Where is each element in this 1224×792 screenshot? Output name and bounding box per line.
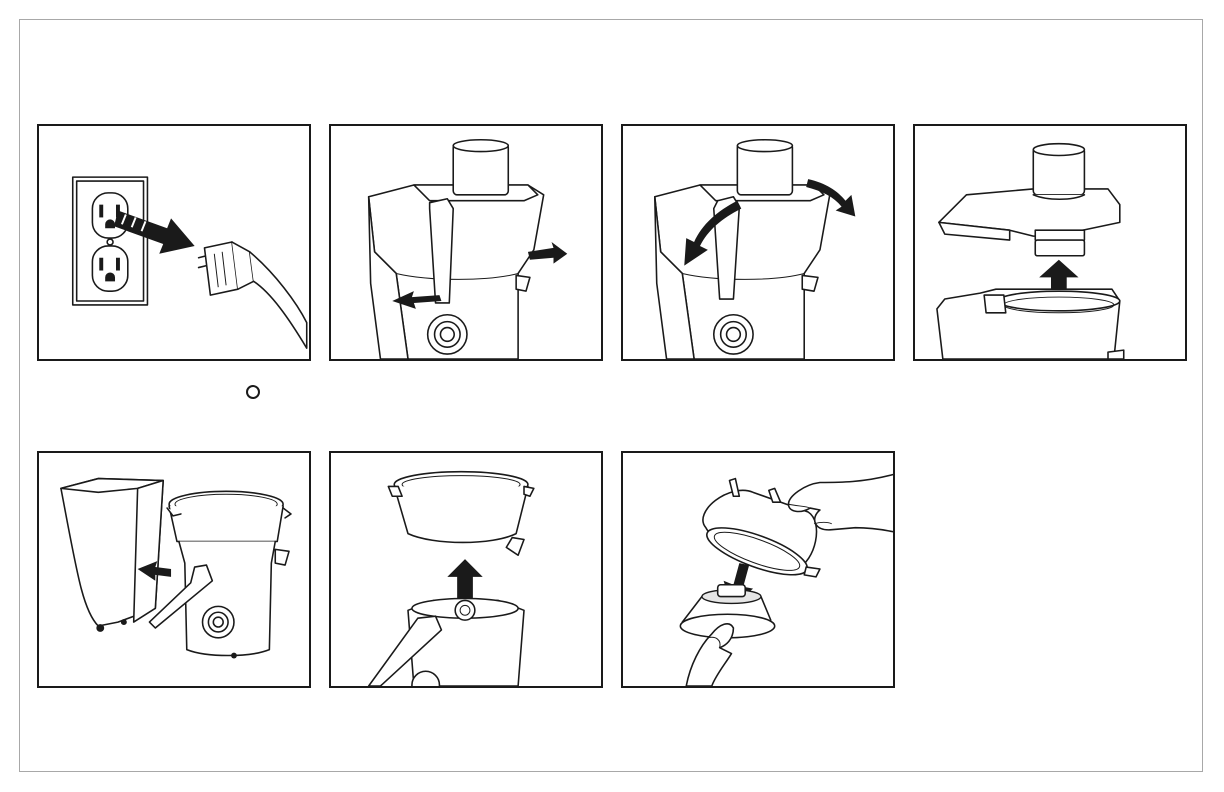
juicer-body [655,140,830,359]
juicer-body [369,140,544,359]
juicer-base [937,289,1124,359]
step-7-separate-filter-basket-illustration [621,451,895,688]
filter-bowl [388,472,534,556]
o-circle-bullet [246,385,260,399]
step-6-lift-filter-bowl-illustration [329,451,603,688]
step-3-swing-clamps-illustration [621,124,895,361]
step-5-remove-pulp-container-illustration [37,451,311,688]
wall-outlet-plate [73,177,148,305]
step-1-unplug-illustration [37,124,311,361]
pulp-container [61,479,163,632]
step-2-release-clamps-illustration [329,124,603,361]
juicer-base-open [369,599,524,686]
juicer-cover [939,144,1120,256]
step-4-lift-cover-illustration [913,124,1187,361]
arrow-up-icon [447,559,482,602]
power-plug [199,242,307,348]
